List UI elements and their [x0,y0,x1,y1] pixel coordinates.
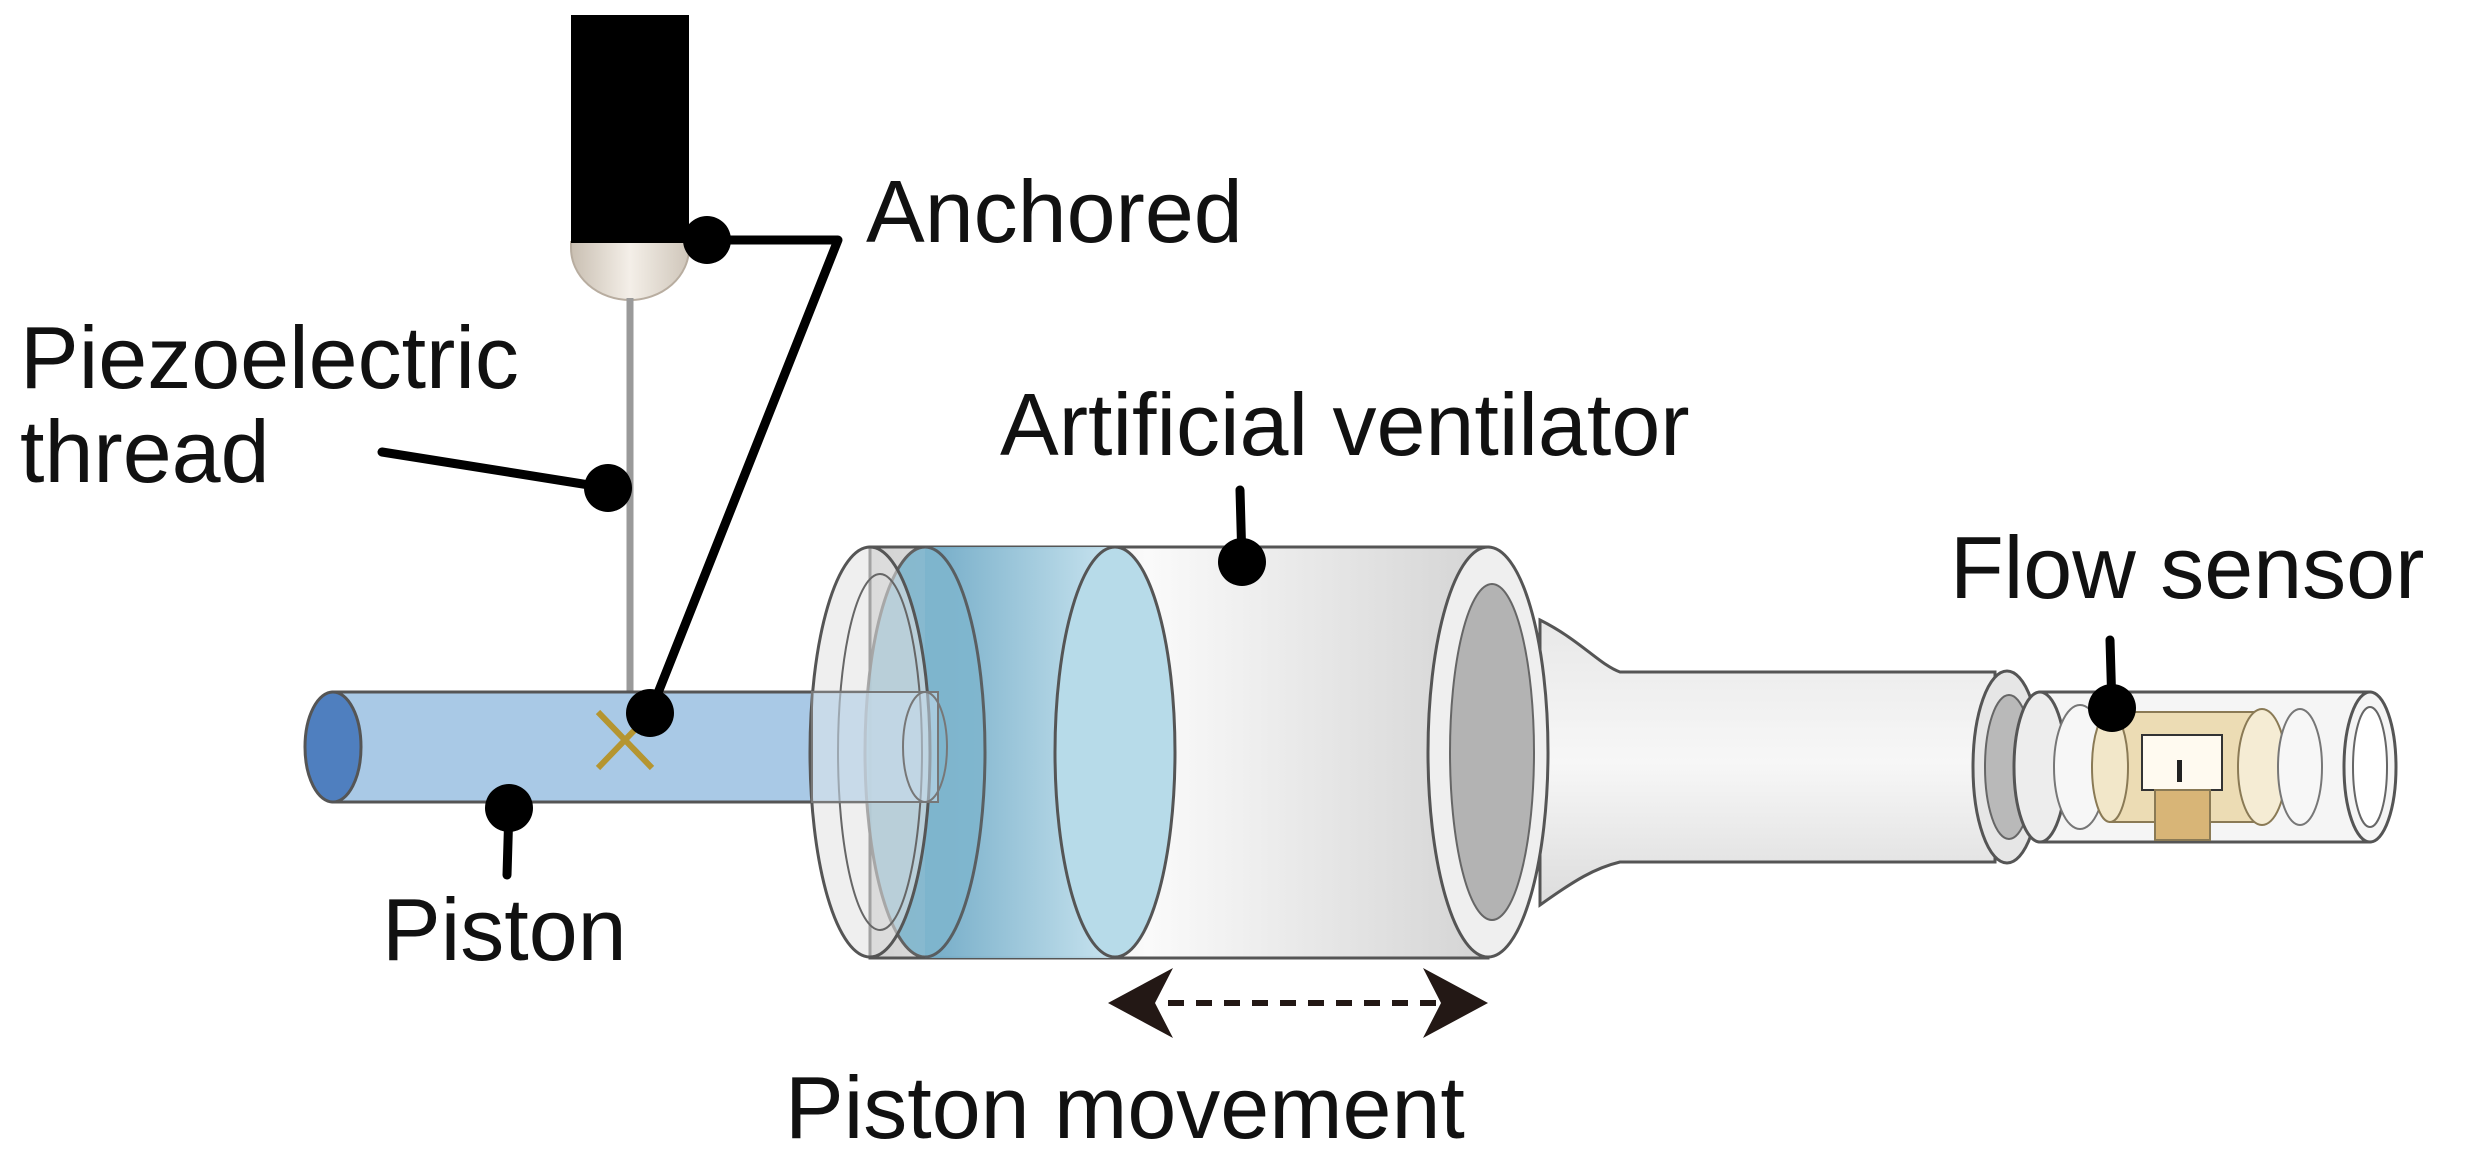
anchor-block [570,15,690,301]
sensor-chip-pin [2177,760,2182,782]
flow-sensor [2012,690,2398,844]
leader-dot-anchored-piston [626,689,674,737]
leader-dot-piezo [584,464,632,512]
label-anchored: Anchored [866,162,1243,261]
ventilator-hose [1538,617,1997,908]
sensor-inner-ring-3 [2277,708,2323,826]
leader-lines [377,216,2136,880]
leader-piezo [377,447,613,493]
arrowhead-right [1423,968,1488,1038]
label-piston-movement: Piston movement [785,1058,1465,1157]
piston-rod-inside [811,691,939,803]
leader-dot-ventilator [1218,538,1266,586]
cylinder-back-inner [1449,583,1535,921]
sensor-tube-end-right-inner [2352,706,2388,828]
arrowhead-left [1108,968,1173,1038]
anchor-holder [571,15,689,243]
leader-dot-piston [485,784,533,832]
anchor-cap [570,241,690,301]
label-piston: Piston [382,880,627,979]
plunger-face [1053,545,1177,959]
leader-dot-flow-sensor [2088,684,2136,732]
label-piezo-line1: Piezoelectric [20,308,519,407]
sensor-mesh [2154,789,2211,841]
piston-rod-tip [902,691,948,803]
label-piezo-line2: thread [20,402,270,501]
double-headed-dashed-arrow-icon [1108,968,1488,1038]
piston-end [303,690,363,804]
label-flow-sensor: Flow sensor [1950,518,2424,617]
label-ventilator: Artificial ventilator [1000,375,1690,474]
artificial-ventilator [808,545,2043,960]
leader-dot-anchored-block [683,216,731,264]
leader-anchored [645,235,843,718]
